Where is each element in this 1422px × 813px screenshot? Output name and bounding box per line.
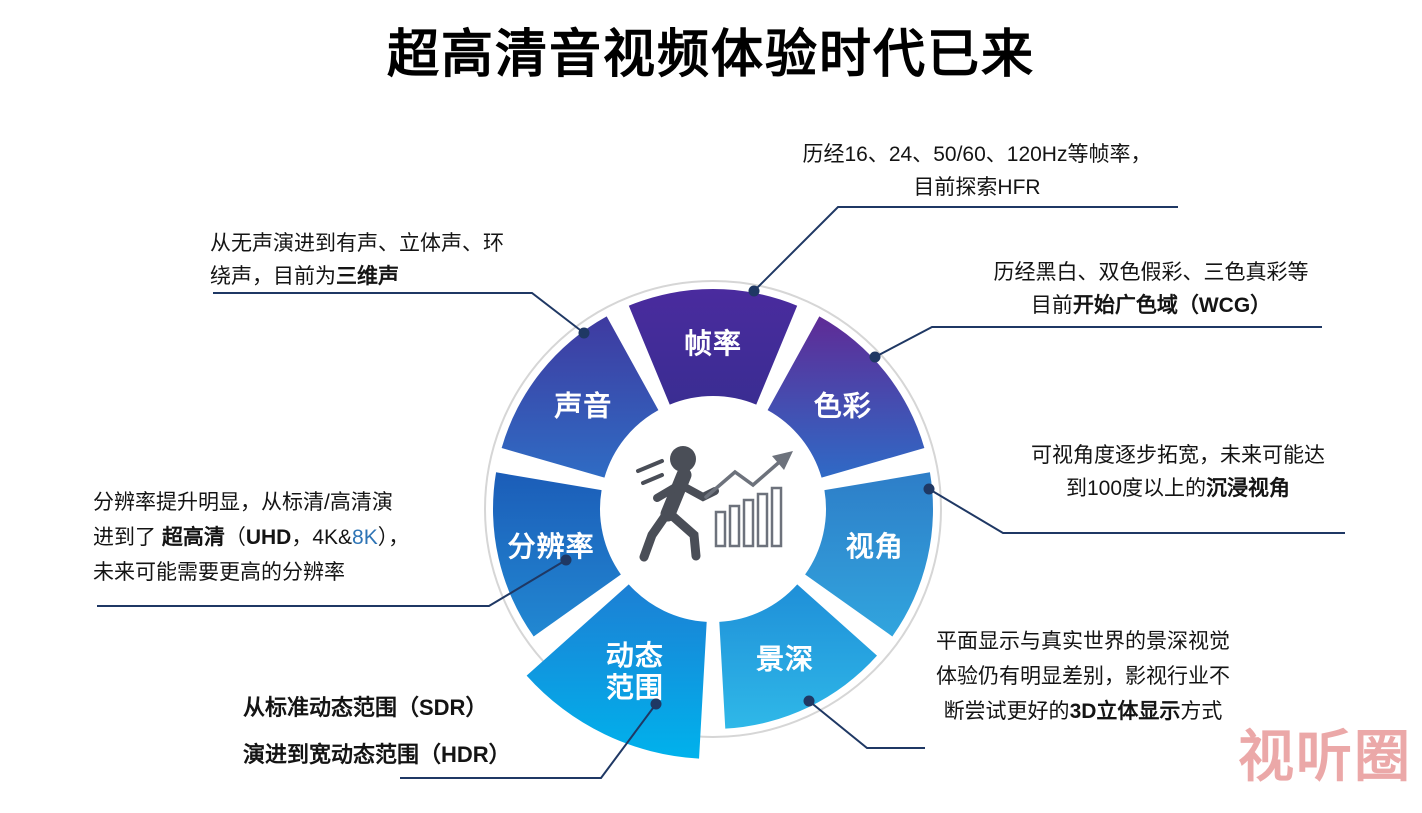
- wheel-segment-label-dynamic-range: 范围: [606, 672, 664, 703]
- annotation-dynamic-range: 从标准动态范围（SDR） 演进到宽动态范围（HDR）: [243, 684, 583, 779]
- annotation-line: 目前开始广色域（WCG）: [1030, 293, 1272, 317]
- leader-line-sound: [213, 292, 585, 334]
- growth-arrow-head: [772, 451, 793, 470]
- person-head: [670, 446, 696, 472]
- person-back-arm: [653, 481, 683, 502]
- bar-chart-bars: [714, 486, 783, 548]
- annotation-line: 未来可能需要更高的分辨率: [93, 561, 345, 585]
- wheel-segment-label-dynamic-range: 动态: [606, 640, 664, 671]
- leader-line-dynamic-range: [400, 703, 657, 779]
- leader-dot-resolution: [560, 554, 572, 566]
- annotation-line: 从标准动态范围（SDR）: [243, 695, 488, 720]
- wheel-segment-label-sound: 声音: [554, 389, 612, 421]
- annotation-line: 到100度以上的沉浸视角: [1065, 476, 1291, 500]
- annotation-depth: 平面显示与真实世界的景深视觉体验仍有明显差别，影视行业不断尝试更好的3D立体显示…: [916, 624, 1250, 729]
- annotation-line: 体验仍有明显差别，影视行业不: [936, 665, 1230, 689]
- annotation-line: 目前探索HFR: [913, 175, 1041, 199]
- leader-dot-depth: [803, 695, 815, 707]
- annotation-line: 演进到宽动态范围（HDR）: [243, 742, 511, 768]
- leader-dot-frame-rate: [748, 285, 760, 297]
- leader-line-frame-rate: [753, 206, 1178, 292]
- annotation-color: 历经黑白、双色假彩、三色真彩等目前开始广色域（WCG）: [972, 257, 1330, 322]
- leader-dot-dynamic-range: [650, 698, 662, 710]
- wheel-segment-frame-rate: [628, 289, 798, 405]
- leader-dot-sound: [578, 327, 590, 339]
- annotation-frame-rate: 历经16、24、50/60、120Hz等帧率， 目前探索HFR: [762, 139, 1192, 204]
- annotation-line: 绕声，目前为三维声: [210, 264, 399, 288]
- leader-line-depth: [808, 700, 925, 749]
- annotation-line: 平面显示与真实世界的景深视觉: [936, 630, 1230, 653]
- annotation-line: 分辨率提升明显，从标清/高清演: [93, 491, 393, 514]
- annotation-line: 从无声演进到有声、立体声、环: [210, 232, 504, 255]
- person-front-leg: [663, 507, 701, 561]
- wheel-segment-viewing-angle: [805, 472, 933, 637]
- wheel-segment-dynamic-range: [526, 584, 707, 759]
- wheel-segment-color: [767, 316, 925, 478]
- watermark: 视听圈: [1238, 725, 1412, 788]
- page-title: 超高清音视频体验时代已来: [386, 26, 1035, 84]
- annotation-line: 可视角度逐步拓宽，未来可能达: [1031, 444, 1325, 467]
- annotation-viewing-angle: 可视角度逐步拓宽，未来可能达到100度以上的沉浸视角: [1008, 440, 1348, 505]
- leader-dot-viewing-angle: [923, 483, 935, 495]
- wheel-segment-label-frame-rate: 帧率: [684, 327, 742, 359]
- wheel-segment-label-color: 色彩: [814, 389, 872, 421]
- annotation-resolution: 分辨率提升明显，从标清/高清演进到了 超高清（UHD，4K&8K）， 未来可能需要…: [93, 485, 445, 590]
- leader-line-color: [874, 326, 1322, 358]
- wheel-segment-resolution: [493, 472, 621, 637]
- person-growth-chart-icon: [636, 446, 793, 562]
- wheel-segment-depth: [719, 584, 878, 729]
- annotation-sound: 从无声演进到有声、立体声、环绕声，目前为三维声: [210, 228, 550, 293]
- annotation-line: 断尝试更好的3D立体显示方式: [943, 700, 1223, 724]
- leader-line-resolution: [97, 559, 567, 607]
- wheel-segment-label-depth: 景深: [756, 644, 814, 675]
- growth-arrow: [704, 456, 786, 499]
- leader-line-viewing-angle: [928, 488, 1345, 534]
- wheel-segment-label-viewing-angle: 视角: [846, 530, 904, 562]
- wheel-segment-label-resolution: 分辨率: [508, 530, 595, 562]
- wheel-segment-sound: [501, 316, 659, 478]
- annotation-line: 历经16、24、50/60、120Hz等帧率，: [802, 143, 1152, 166]
- annotation-line: 进到了 超高清（UHD，4K&8K），: [93, 526, 410, 550]
- leader-dot-color: [869, 351, 881, 363]
- leader-lines: [97, 206, 1345, 779]
- annotation-line: 历经黑白、双色假彩、三色真彩等: [993, 261, 1309, 284]
- person-back-leg: [639, 507, 673, 562]
